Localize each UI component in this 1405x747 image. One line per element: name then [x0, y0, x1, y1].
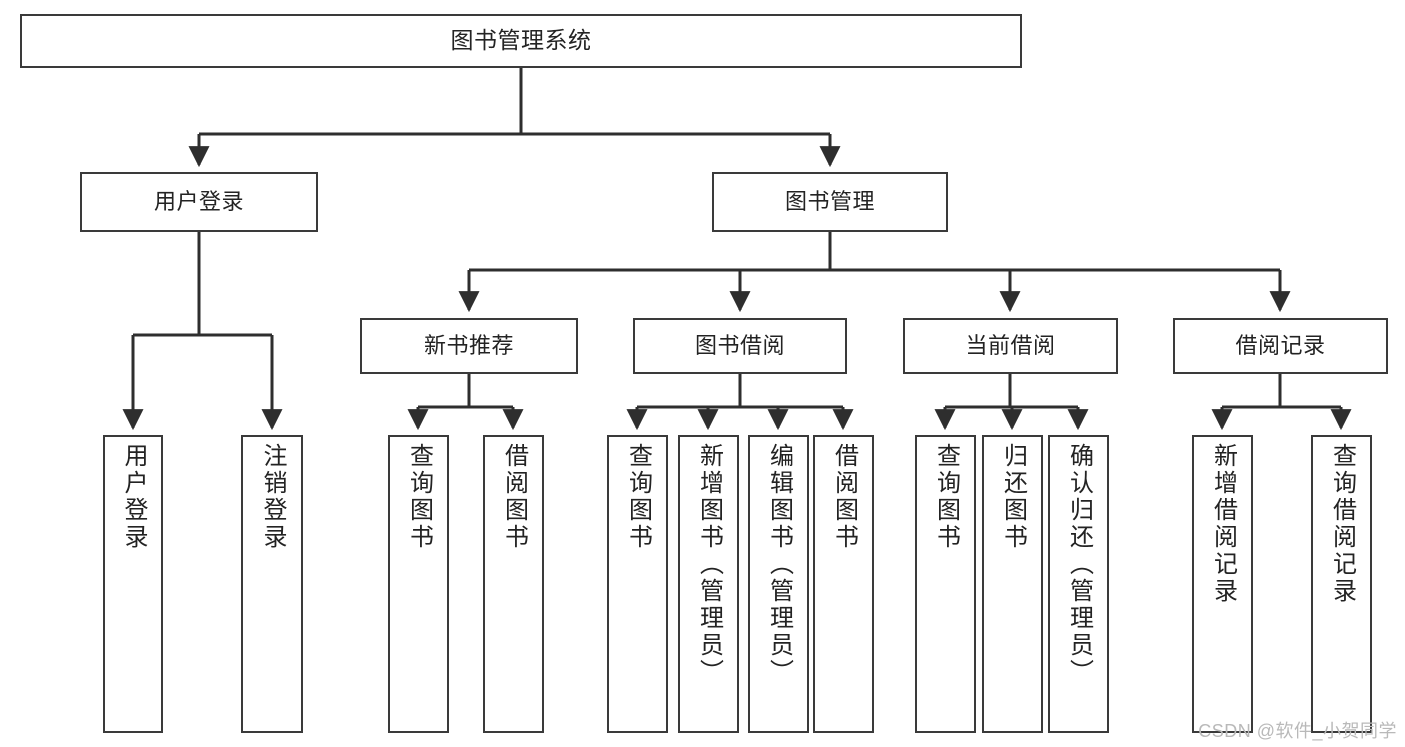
node-leaf-user-login[interactable]: 用户登录	[103, 435, 163, 733]
node-leaf-user-logout-label: 注销登录	[259, 443, 286, 551]
node-leaf-user-logout[interactable]: 注销登录	[241, 435, 303, 733]
node-leaf-return-book-label: 归还图书	[999, 443, 1027, 551]
node-leaf-add-book-admin-label: 新增图书（管理员）	[695, 443, 723, 686]
node-leaf-recommend-borrow-book-label: 借阅图书	[500, 443, 528, 551]
node-borrow-record-label: 借阅记录	[1235, 332, 1326, 358]
node-leaf-user-login-label: 用户登录	[120, 443, 147, 551]
node-book-borrow-label: 图书借阅	[694, 332, 785, 358]
node-leaf-query-borrow-record[interactable]: 查询借阅记录	[1311, 435, 1372, 733]
watermark-text: CSDN @软件_小贺同学	[1198, 721, 1397, 741]
node-leaf-borrow-borrow-book-label: 借阅图书	[830, 443, 858, 551]
node-leaf-current-query-book[interactable]: 查询图书	[915, 435, 976, 733]
node-leaf-add-book-admin[interactable]: 新增图书（管理员）	[678, 435, 739, 733]
node-root-system-label: 图书管理系统	[450, 27, 592, 54]
node-current-borrow[interactable]: 当前借阅	[903, 318, 1118, 374]
node-leaf-return-book[interactable]: 归还图书	[982, 435, 1043, 733]
node-leaf-query-borrow-record-label: 查询借阅记录	[1328, 443, 1356, 605]
node-leaf-borrow-borrow-book[interactable]: 借阅图书	[813, 435, 874, 733]
node-book-management[interactable]: 图书管理	[712, 172, 948, 232]
node-leaf-current-query-book-label: 查询图书	[932, 443, 960, 551]
node-leaf-add-borrow-record-label: 新增借阅记录	[1209, 443, 1237, 605]
node-book-management-label: 图书管理	[784, 188, 875, 214]
node-leaf-borrow-query-book[interactable]: 查询图书	[607, 435, 668, 733]
node-book-borrow[interactable]: 图书借阅	[633, 318, 847, 374]
node-root-system[interactable]: 图书管理系统	[20, 14, 1022, 68]
node-leaf-add-borrow-record[interactable]: 新增借阅记录	[1192, 435, 1253, 733]
node-leaf-recommend-query-book[interactable]: 查询图书	[388, 435, 449, 733]
node-new-book-recommend[interactable]: 新书推荐	[360, 318, 578, 374]
node-leaf-borrow-query-book-label: 查询图书	[624, 443, 652, 551]
node-leaf-edit-book-admin-label: 编辑图书（管理员）	[765, 443, 793, 686]
node-current-borrow-label: 当前借阅	[965, 332, 1056, 358]
node-leaf-edit-book-admin[interactable]: 编辑图书（管理员）	[748, 435, 809, 733]
node-user-login-label: 用户登录	[153, 188, 244, 214]
node-leaf-recommend-query-book-label: 查询图书	[405, 443, 433, 551]
node-leaf-confirm-return-admin[interactable]: 确认归还（管理员）	[1048, 435, 1109, 733]
node-leaf-confirm-return-admin-label: 确认归还（管理员）	[1065, 443, 1093, 686]
node-leaf-recommend-borrow-book[interactable]: 借阅图书	[483, 435, 544, 733]
node-user-login[interactable]: 用户登录	[80, 172, 318, 232]
node-borrow-record[interactable]: 借阅记录	[1173, 318, 1388, 374]
node-new-book-recommend-label: 新书推荐	[423, 332, 514, 358]
